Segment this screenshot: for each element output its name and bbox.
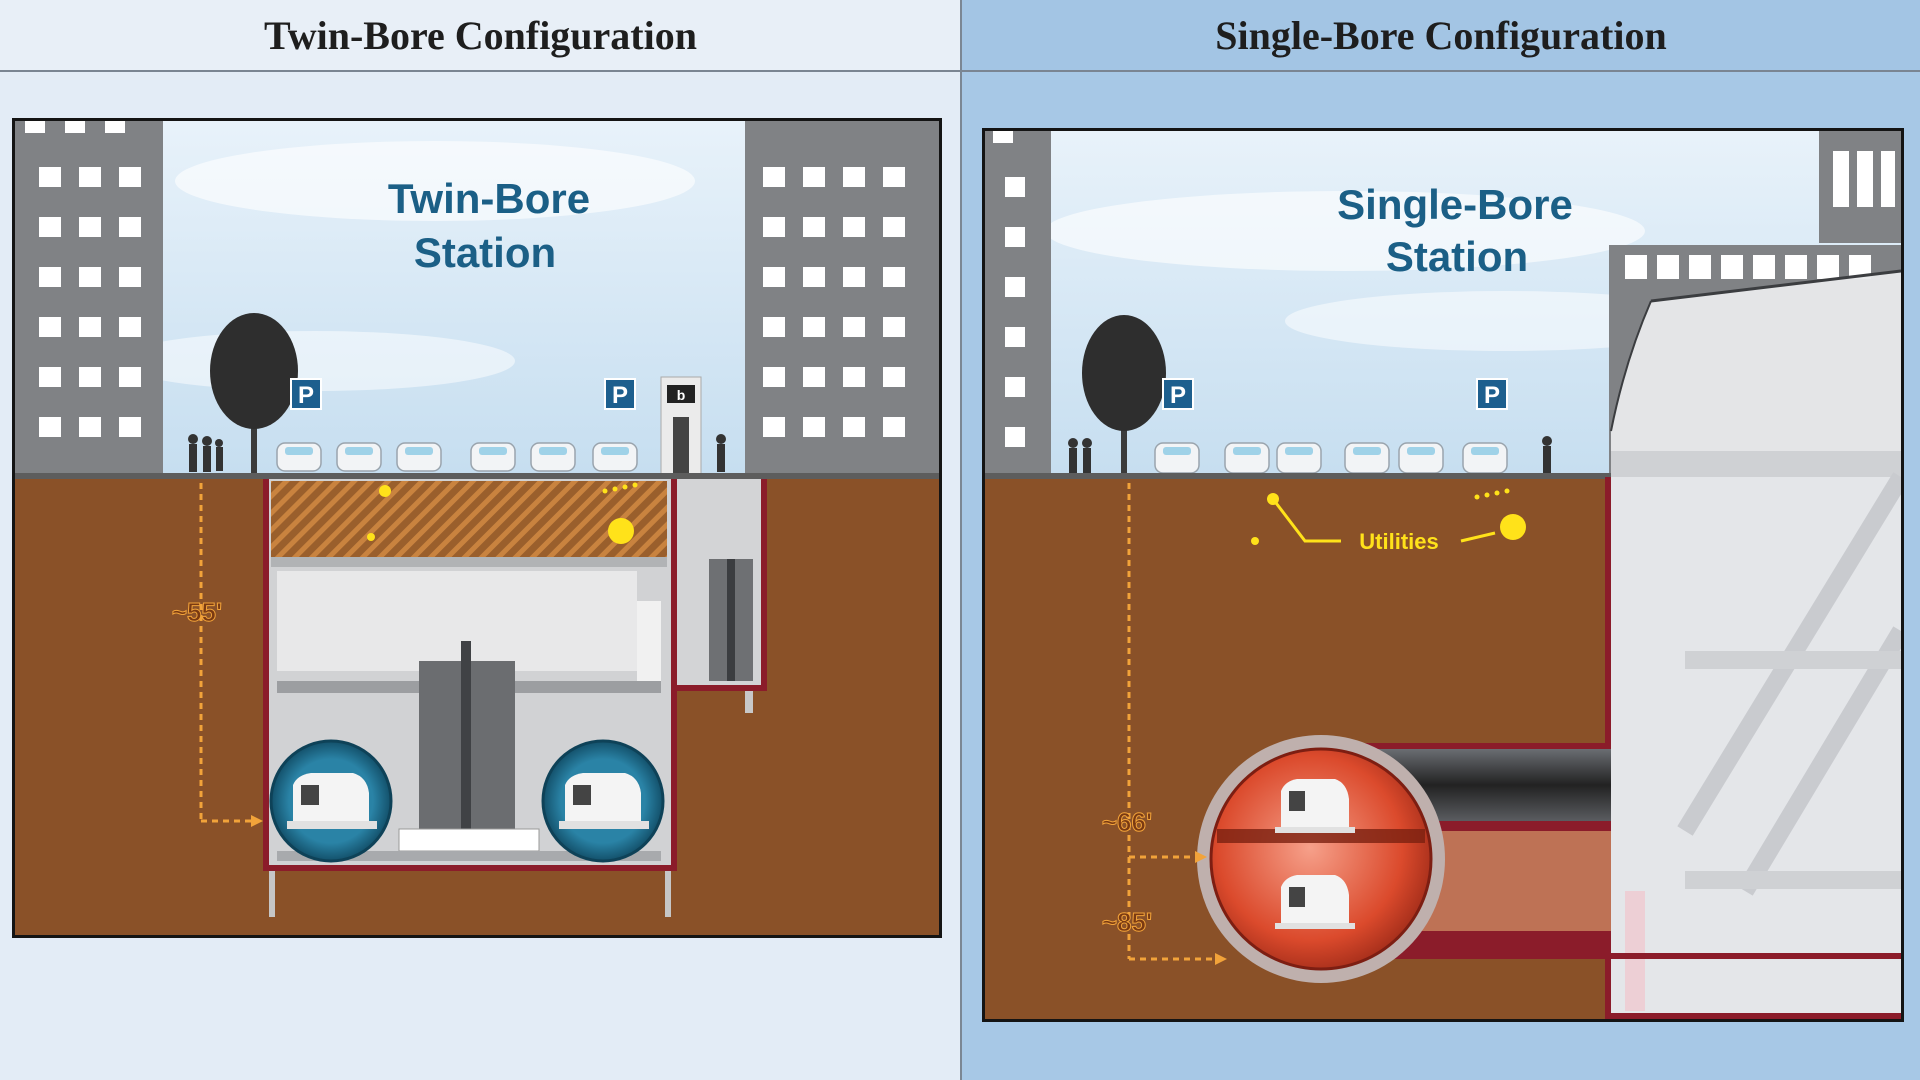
depth-marker: ~55' [171, 483, 263, 827]
single-bore-diagram: P P [982, 128, 1904, 1022]
svg-text:b: b [677, 387, 686, 403]
tree-icon [1082, 315, 1166, 477]
station-title-line2: Station [414, 229, 556, 276]
right-building [745, 121, 939, 477]
depth-label-upper: ~66' [1102, 807, 1152, 837]
panel-divider [960, 0, 962, 1080]
station-entrance-icon: b [660, 376, 702, 476]
depth-label: ~55' [172, 597, 222, 627]
twin-bore-illustration: P P b [15, 121, 939, 935]
pedestrians-icon [1068, 436, 1552, 476]
twin-bore-right [541, 739, 665, 863]
depth-label-lower: ~85' [1102, 907, 1152, 937]
utilities-zone [271, 481, 667, 557]
station-title-line1: Single-Bore [1337, 181, 1573, 228]
left-panel-header: Twin-Bore Configuration [0, 0, 961, 72]
left-building [15, 121, 163, 477]
twin-bore-left [269, 739, 393, 863]
svg-text:P: P [1170, 382, 1186, 409]
station-title-line2: Station [1386, 233, 1528, 280]
svg-text:P: P [298, 382, 314, 409]
single-bore-illustration: P P [985, 131, 1901, 1019]
utilities-label: Utilities [1359, 529, 1438, 554]
single-bore [1197, 735, 1445, 983]
pedestrians-icon [188, 434, 726, 472]
tree-icon [210, 313, 298, 475]
station-canopy [1610, 269, 1901, 477]
parking-sign-icon: P P [290, 378, 636, 410]
right-panel-header: Single-Bore Configuration [962, 0, 1920, 72]
entrance-shaft [671, 479, 767, 713]
parking-sign-icon: P P [1162, 378, 1508, 410]
station-title-line1: Twin-Bore [388, 175, 590, 222]
utility-dots [367, 482, 638, 544]
depth-markers: ~66' ~85' [1101, 483, 1227, 965]
underground-station [1605, 472, 1901, 1019]
svg-text:P: P [612, 382, 628, 409]
svg-text:P: P [1484, 382, 1500, 409]
twin-bore-diagram: P P b [12, 118, 942, 938]
left-building [985, 131, 1051, 477]
